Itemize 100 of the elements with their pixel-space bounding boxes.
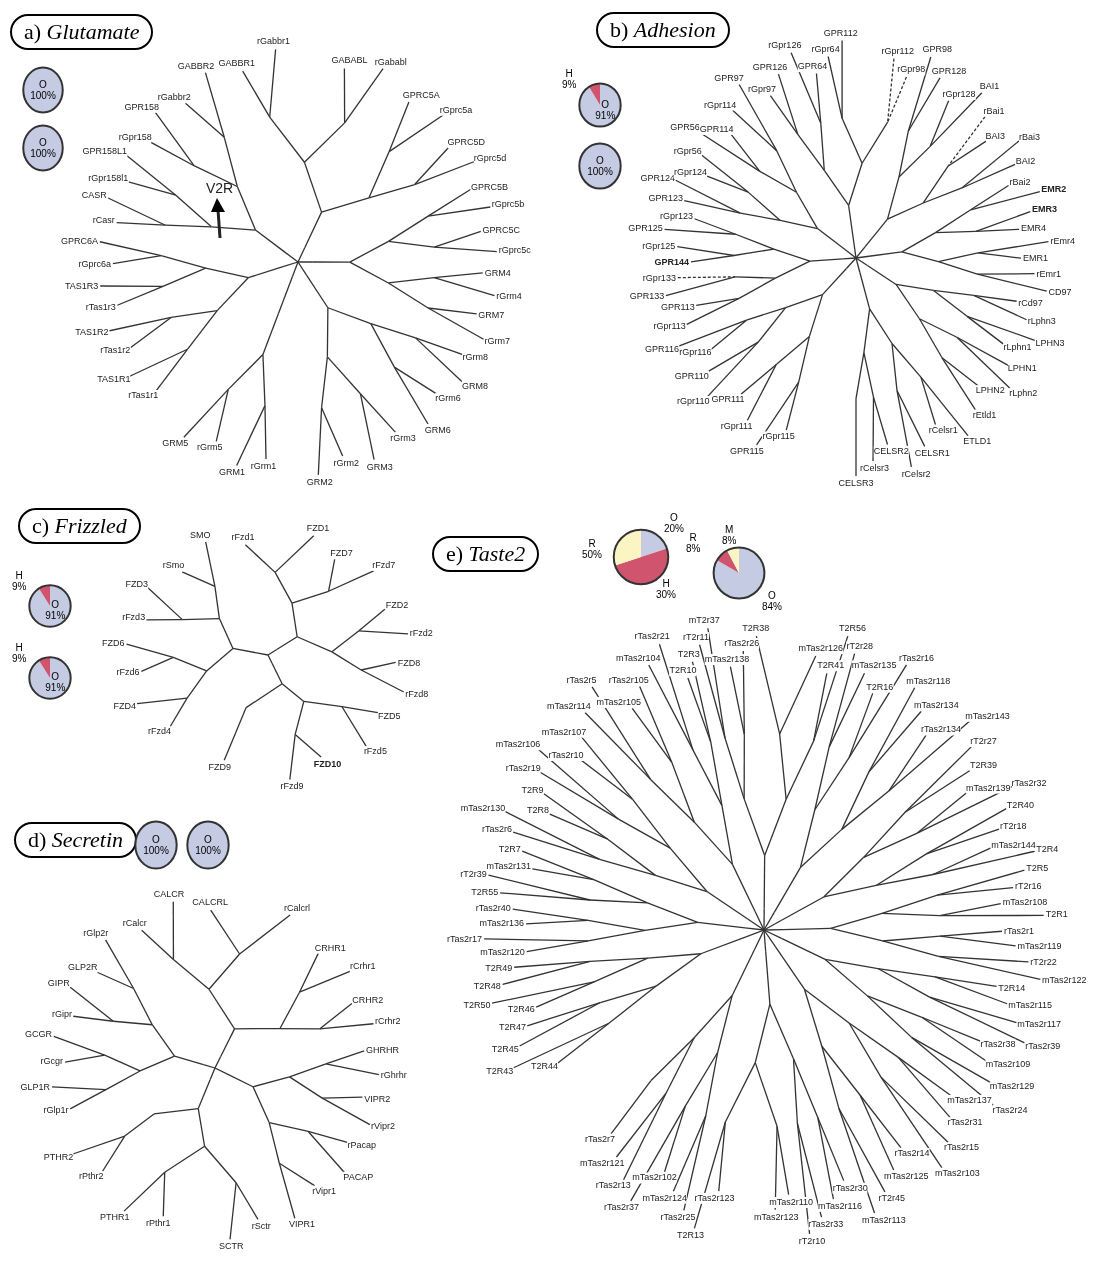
- gene-label: mTas2r139: [966, 782, 1011, 794]
- gene-label: mTas2r119: [1017, 940, 1062, 952]
- gene-label: mTas2r126: [798, 643, 843, 655]
- gene-label: mTas2r107: [541, 726, 587, 738]
- gene-label: T2R45: [491, 1043, 519, 1055]
- gene-label: rGpr114: [703, 99, 737, 111]
- gene-label: CD97: [1048, 286, 1072, 298]
- gene-label: rGpr110: [677, 396, 710, 408]
- gene-label: GPR126: [752, 61, 788, 73]
- gene-label: GPR56: [670, 121, 700, 133]
- gene-label: rTas1r1: [128, 389, 159, 401]
- panel-title: b) Adhesion: [596, 12, 730, 48]
- gene-label: rGprc5d: [473, 152, 507, 164]
- gene-label: rGrm2: [333, 457, 359, 469]
- gene-label: T2R49: [485, 962, 513, 974]
- gene-label: GPR112: [823, 27, 858, 39]
- gene-label: rGcgr: [40, 1056, 64, 1068]
- gene-label: T2R41: [817, 660, 845, 672]
- gene-label: rTas2r19: [505, 762, 541, 774]
- gene-label: rFzd6: [116, 666, 140, 678]
- percentage-label: H 9%: [562, 68, 577, 90]
- gene-label: FZD10: [313, 758, 342, 770]
- gene-label: mTas2r120: [480, 946, 525, 958]
- gene-label: rGpr56: [673, 145, 702, 157]
- percentage-label: R 50%: [582, 538, 602, 560]
- gene-label: mTas2r144: [991, 840, 1036, 852]
- gene-label: mTas2r116: [818, 1200, 862, 1212]
- gene-label: rGpr116: [679, 347, 712, 359]
- gene-label: GPR158L1: [82, 145, 127, 157]
- gene-label: FZD3: [125, 578, 148, 590]
- gene-label: GABBR2: [177, 60, 215, 72]
- gene-label: BAI3: [985, 131, 1006, 143]
- gene-label: GPR97: [714, 73, 744, 84]
- gene-label: T2R8: [527, 805, 550, 817]
- gene-label: GHRHR: [366, 1044, 399, 1056]
- gene-label: GPRC5C: [482, 224, 521, 236]
- gene-label: rTas2r39: [1025, 1040, 1061, 1052]
- percentage-label: O 84%: [762, 590, 782, 612]
- gene-label: rTas2r26: [724, 637, 760, 649]
- gene-label: T2R40: [1006, 800, 1034, 811]
- gene-label: rTas2r105: [608, 674, 649, 686]
- gene-label: GLP2R: [68, 961, 98, 973]
- gene-label: rTas2r1: [1004, 925, 1034, 937]
- gene-label: rGabbr2: [157, 91, 191, 103]
- gene-label: rT2r27: [970, 736, 997, 748]
- gene-label: rGprc6a: [78, 258, 111, 270]
- gene-label: CELSR1: [914, 447, 950, 459]
- gene-label: FZD5: [377, 710, 401, 722]
- gene-label: mTas2r102: [632, 1173, 677, 1184]
- gene-label: rGpr123: [659, 211, 693, 223]
- gene-label: mTas2r134: [914, 699, 959, 711]
- gene-label: mTas2r125: [883, 1171, 929, 1182]
- gene-label: T2R48: [473, 980, 501, 992]
- gene-label: rEtld1: [972, 410, 997, 421]
- percentage-label: O 20%: [664, 512, 684, 534]
- gene-label: rBai3: [1018, 131, 1040, 143]
- gene-label: GPR125: [628, 222, 663, 234]
- panel-title: a) Glutamate: [10, 14, 154, 50]
- pie-label: O 91%: [595, 98, 616, 121]
- gene-label: GRM3: [366, 461, 393, 473]
- gene-label: GRM5: [162, 437, 189, 449]
- gene-label: rFzd7: [372, 560, 396, 572]
- gene-label: CELSR2: [873, 446, 909, 458]
- gene-label: rGpr111: [720, 420, 753, 432]
- pie-label: O 91%: [45, 599, 66, 622]
- gene-label: mTas2r143: [965, 710, 1010, 722]
- gene-label: rTas2r24: [992, 1104, 1028, 1116]
- gene-label: GPRC5B: [471, 181, 509, 193]
- panel-title: d) Secretin: [14, 822, 138, 858]
- gene-label: GPR110: [674, 370, 709, 382]
- gene-label: BAI2: [1015, 155, 1036, 167]
- gene-label: BAI1: [979, 81, 1000, 93]
- gene-label: GRM4: [484, 267, 511, 279]
- gene-label: T2R43: [486, 1065, 514, 1077]
- gene-label: mTas2r135: [851, 660, 897, 672]
- gene-label: mTas2r121: [580, 1157, 625, 1169]
- gene-label: rLphn2: [1009, 387, 1038, 399]
- gene-label: rT2r10: [798, 1235, 826, 1247]
- gene-label: rGpr125: [642, 240, 676, 252]
- gene-label: rVipr2: [371, 1121, 395, 1133]
- gene-label: rGhrhr: [380, 1069, 407, 1081]
- gene-label: T2R9: [521, 784, 544, 796]
- gene-label: rGpr112: [881, 45, 914, 57]
- gene-label: PTHR1: [100, 1211, 130, 1223]
- gene-label: rGpr133: [642, 272, 676, 284]
- gene-label: mTas2r105: [596, 696, 642, 708]
- gene-label: rTas1r3: [85, 301, 116, 313]
- gene-label: mTas2r124: [642, 1192, 687, 1204]
- gene-label: rTas2r16: [898, 652, 934, 664]
- gene-label: T2R55: [471, 886, 499, 898]
- gene-label: T2R3: [677, 648, 700, 660]
- gene-label: CRHR1: [314, 942, 346, 954]
- gene-label: rTas2r38: [980, 1038, 1016, 1050]
- gene-label: VIPR2: [364, 1093, 391, 1105]
- gene-label: rGprc5b: [491, 199, 525, 211]
- gene-label: GPR144: [654, 256, 690, 268]
- gene-label: rGpr115: [762, 431, 795, 443]
- percentage-label: H 30%: [656, 578, 676, 600]
- gene-label: GRM6: [424, 424, 451, 436]
- gene-label: T2R50: [463, 999, 491, 1011]
